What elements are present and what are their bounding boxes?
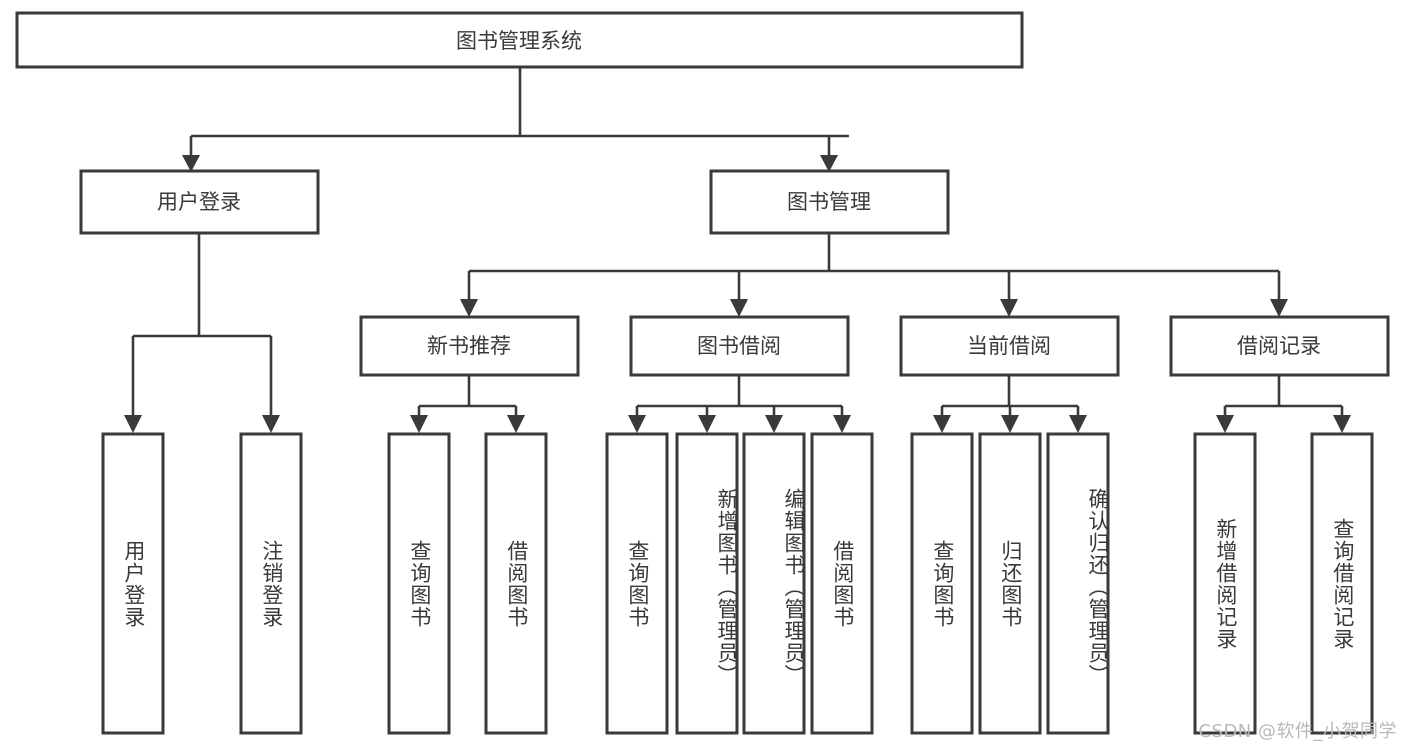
- node-user-login-label: 用户登录: [157, 190, 241, 214]
- node-leaf-borrow-record-1[interactable]: [1310, 432, 1374, 735]
- node-borrow-record[interactable]: 借阅记录: [1169, 315, 1390, 377]
- connector-borrow-record-to-leaves: [1216, 375, 1351, 433]
- node-user-login[interactable]: 用户登录: [79, 169, 320, 235]
- node-leaf-user-login-0[interactable]: [101, 432, 165, 735]
- node-root-label: 图书管理系统: [456, 29, 582, 53]
- node-root[interactable]: 图书管理系统: [15, 11, 1024, 69]
- connector-book-borrow-to-leaves: [628, 375, 851, 433]
- node-leaf-current-borrow-0[interactable]: [910, 432, 974, 735]
- node-leaf-user-login-1[interactable]: [239, 432, 303, 735]
- node-borrow-record-label: 借阅记录: [1237, 334, 1321, 358]
- node-leaf-borrow-record-0[interactable]: [1193, 432, 1257, 735]
- connector-book-manage-to-level3: [460, 234, 1288, 317]
- node-leaf-book-borrow-2[interactable]: [742, 432, 806, 735]
- node-book-manage-label: 图书管理: [787, 190, 871, 214]
- node-current-borrow-label: 当前借阅: [967, 334, 1051, 358]
- node-leaf-book-borrow-3[interactable]: [810, 432, 874, 735]
- node-book-manage[interactable]: 图书管理: [709, 169, 950, 235]
- node-book-borrow[interactable]: 图书借阅: [629, 315, 850, 377]
- connector-user-login-to-leaves: [124, 234, 280, 433]
- node-leaf-book-borrow-0[interactable]: [605, 432, 669, 735]
- connector-new-book-to-leaves: [410, 375, 525, 433]
- node-new-book-recommend-label: 新书推荐: [427, 334, 511, 358]
- node-new-book-recommend[interactable]: 新书推荐: [359, 315, 580, 377]
- node-current-borrow[interactable]: 当前借阅: [899, 315, 1120, 377]
- node-book-borrow-label: 图书借阅: [697, 334, 781, 358]
- watermark-text: CSDN @软件_小贺同学: [1198, 721, 1397, 742]
- node-leaf-new-book-1[interactable]: [484, 432, 548, 735]
- node-leaf-current-borrow-1[interactable]: [978, 432, 1042, 735]
- node-leaf-book-borrow-1[interactable]: [675, 432, 739, 735]
- node-leaf-current-borrow-2[interactable]: [1046, 432, 1110, 735]
- node-leaf-new-book-0[interactable]: [387, 432, 451, 735]
- connector-current-borrow-to-leaves: [933, 375, 1087, 433]
- connector-root-to-level2: [182, 67, 849, 172]
